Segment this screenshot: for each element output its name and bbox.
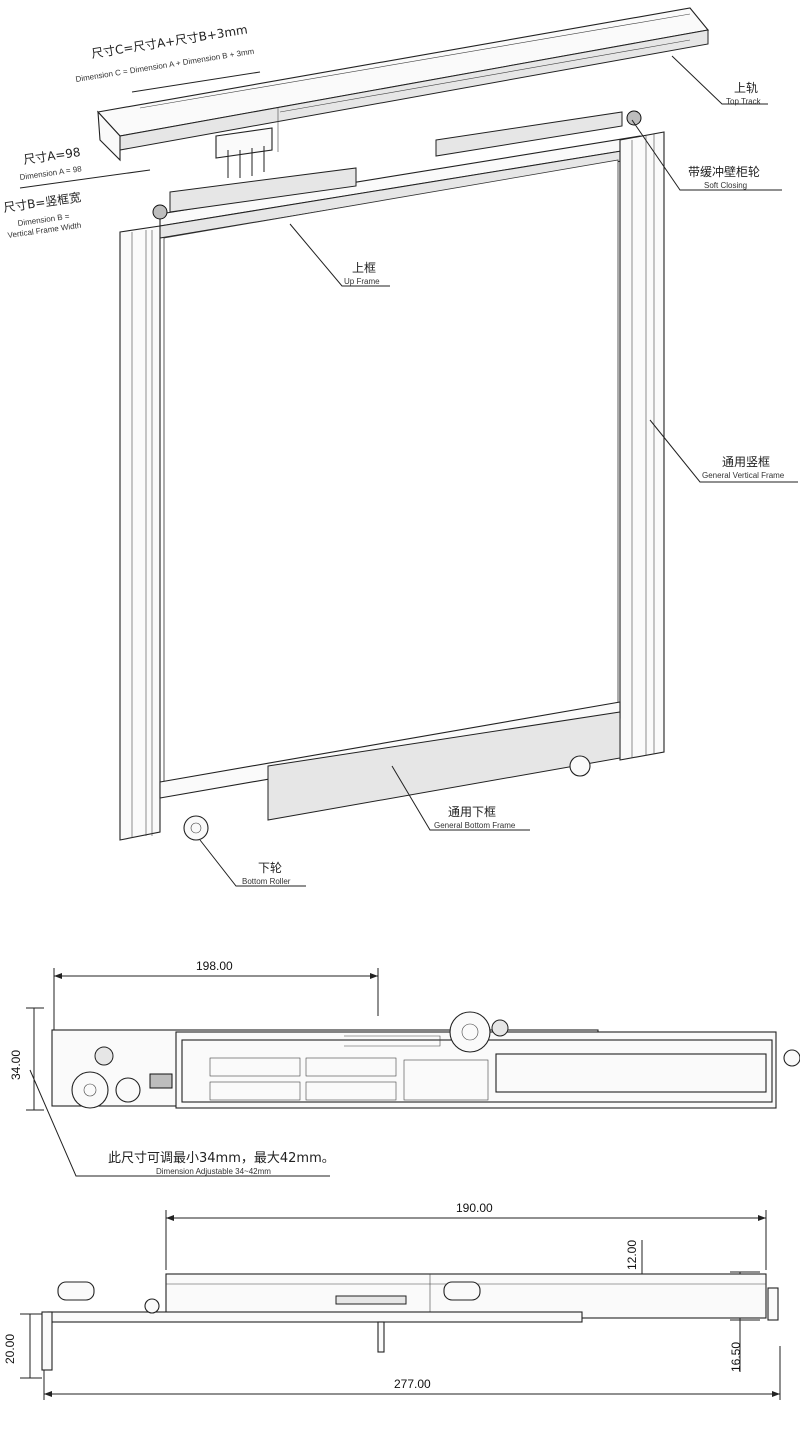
top-track-label: 上轨 xyxy=(734,81,758,95)
dim-12-text: 12.00 xyxy=(625,1240,639,1270)
top-track xyxy=(96,7,710,162)
mounting-bracket xyxy=(215,127,273,178)
side-view: 190.00 12.00 16.50 20.00 277.00 xyxy=(3,1201,781,1400)
up-frame-caption: Up Frame xyxy=(344,277,380,286)
bottom-roller-right xyxy=(569,755,591,777)
glass-panel xyxy=(163,159,619,783)
vertical-frame-label: 通用竖框 xyxy=(722,455,770,469)
soft-closing-caption: Soft Closing xyxy=(704,181,747,190)
vertical-frame-caption: General Vertical Frame xyxy=(702,471,785,480)
dim-16-50-text: 16.50 xyxy=(729,1342,743,1372)
dim-20-text: 20.00 xyxy=(3,1334,17,1364)
bottom-frame xyxy=(159,701,621,821)
bottom-roller-left xyxy=(183,815,209,841)
left-vertical-frame xyxy=(119,225,161,841)
bottom-roller-caption: Bottom Roller xyxy=(242,877,291,886)
dim-34-text: 34.00 xyxy=(9,1050,23,1080)
dimension-a-caption: Dimension A = 98 xyxy=(19,164,83,182)
assembly-view: 尺寸C=尺寸A+尺寸B+3mm Dimension C = Dimension … xyxy=(2,7,798,887)
soft-closing-label: 带缓冲壁柜轮 xyxy=(688,164,760,179)
dimension-b-label: 尺寸B=竖框宽 xyxy=(2,189,82,215)
soft-closing-wheel xyxy=(626,110,642,126)
adjust-note-caption: Dimension Adjustable 34~42mm xyxy=(156,1167,271,1176)
top-track-caption: Top Track xyxy=(726,97,762,106)
up-frame-label: 上框 xyxy=(352,261,376,275)
bottom-roller-label: 下轮 xyxy=(258,861,282,875)
dim-190-text: 190.00 xyxy=(456,1201,493,1215)
dimension-a-label: 尺寸A=98 xyxy=(22,145,81,167)
dim-277-text: 277.00 xyxy=(394,1377,431,1391)
adjust-note: 此尺寸可调最小34mm，最大42mm。 xyxy=(108,1151,335,1166)
dim-198-text: 198.00 xyxy=(196,959,233,973)
bottom-frame-caption: General Bottom Frame xyxy=(434,821,516,830)
right-vertical-frame xyxy=(619,131,665,761)
bottom-frame-label: 通用下框 xyxy=(448,805,496,819)
top-view: 198.00 34.00 此尺寸可调最小34mm，最大42mm。 Dimensi… xyxy=(9,959,800,1177)
